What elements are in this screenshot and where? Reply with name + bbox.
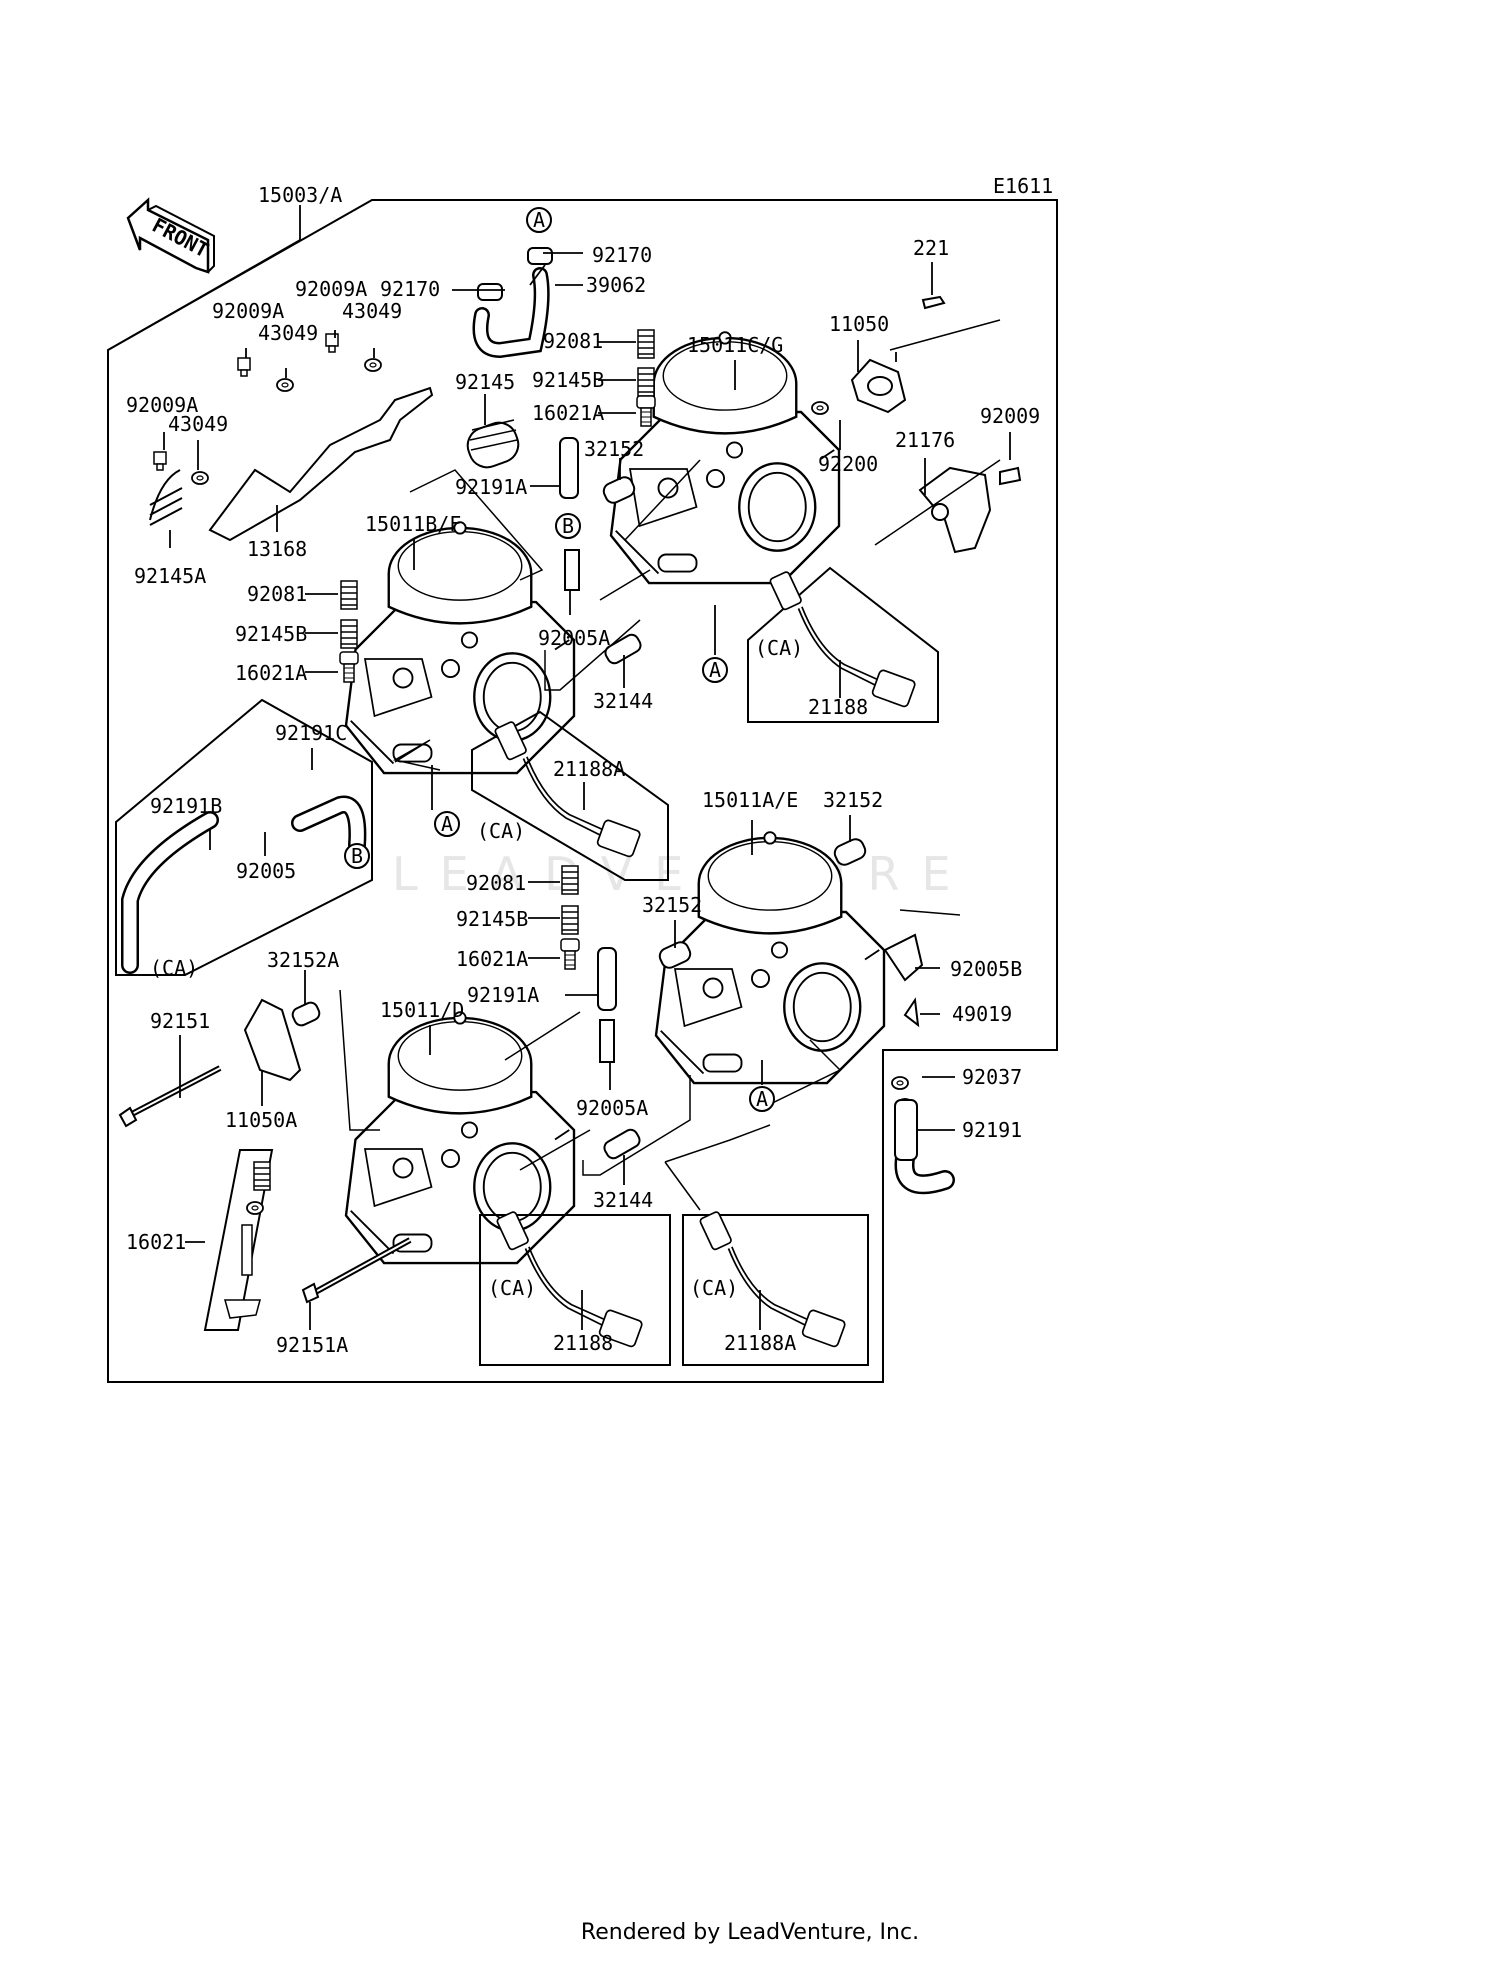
part-label: 43049 bbox=[168, 412, 228, 436]
callout-B-mid: B bbox=[555, 513, 581, 539]
callout-A-top: A bbox=[526, 207, 552, 233]
part-label: 21188 bbox=[808, 695, 868, 719]
part-label: 43049 bbox=[258, 321, 318, 345]
part-label: 16021A bbox=[532, 401, 604, 425]
part-label: 92009A bbox=[126, 393, 198, 417]
part-label: 92009A bbox=[295, 277, 367, 301]
part-label: 92191C bbox=[275, 721, 347, 745]
part-label: 92145A bbox=[134, 564, 206, 588]
part-label: 92145 bbox=[455, 370, 515, 394]
callout-A-bottom: A bbox=[749, 1086, 775, 1112]
callout-B-box: B bbox=[344, 843, 370, 869]
part-label: 92170 bbox=[380, 277, 440, 301]
part-label: 92037 bbox=[962, 1065, 1022, 1089]
part-label: 92145B bbox=[456, 907, 528, 931]
part-label: 221 bbox=[913, 236, 949, 260]
part-label: 92151 bbox=[150, 1009, 210, 1033]
part-label: 32144 bbox=[593, 1188, 653, 1212]
part-label: 16021A bbox=[235, 661, 307, 685]
svg-text:A: A bbox=[709, 658, 721, 682]
part-label: 92081 bbox=[543, 329, 603, 353]
carburetor-15011-D bbox=[344, 1011, 576, 1265]
ca-label-top: (CA) bbox=[755, 636, 803, 660]
part-label: 39062 bbox=[586, 273, 646, 297]
ca-label-bottom-right: (CA) bbox=[690, 1276, 738, 1300]
part-label: 11050A bbox=[225, 1108, 297, 1132]
footer-credit: Rendered by LeadVenture, Inc. bbox=[580, 1920, 920, 1945]
part-label: 21188A bbox=[553, 757, 625, 781]
part-labels: 15003/A 92170 92170 39062 221 92009A 920… bbox=[126, 183, 1040, 1357]
part-label: 21188 bbox=[553, 1331, 613, 1355]
part-label: 32152A bbox=[267, 948, 339, 972]
part-label: 92081 bbox=[247, 582, 307, 606]
part-label: 92005A bbox=[538, 626, 610, 650]
part-label: 92191B bbox=[150, 794, 222, 818]
part-label: 15011B/F bbox=[365, 512, 461, 536]
part-label: 16021A bbox=[456, 947, 528, 971]
part-label: 15011/D bbox=[380, 998, 464, 1022]
front-arrow-icon: FRONT bbox=[126, 197, 215, 274]
svg-text:A: A bbox=[533, 208, 545, 232]
svg-text:B: B bbox=[562, 514, 574, 538]
svg-text:A: A bbox=[756, 1087, 768, 1111]
callout-A-left: A bbox=[434, 811, 460, 837]
ca-label-bottom-left: (CA) bbox=[488, 1276, 536, 1300]
part-label: 13168 bbox=[247, 537, 307, 561]
part-label: 15003/A bbox=[258, 183, 342, 207]
part-label: 32152 bbox=[584, 437, 644, 461]
ca-label-mid: (CA) bbox=[477, 819, 525, 843]
part-label: 32144 bbox=[593, 689, 653, 713]
part-label: 92005B bbox=[950, 957, 1022, 981]
callout-A-right: A bbox=[702, 657, 728, 683]
ca-label-hose-box: (CA) bbox=[150, 956, 198, 980]
part-label: 92191A bbox=[455, 475, 527, 499]
part-label: 21188A bbox=[724, 1331, 796, 1355]
part-label: 92191A bbox=[467, 983, 539, 1007]
part-label: 92200 bbox=[818, 452, 878, 476]
diagram-code: E1611 bbox=[993, 174, 1053, 198]
part-label: 15011C/G bbox=[687, 333, 783, 357]
part-label: 92005A bbox=[576, 1096, 648, 1120]
part-label: 92145B bbox=[532, 368, 604, 392]
part-label: 92005 bbox=[236, 859, 296, 883]
part-label: 43049 bbox=[342, 299, 402, 323]
part-label: 32152 bbox=[642, 893, 702, 917]
part-label: 92145B bbox=[235, 622, 307, 646]
part-label: 92009A bbox=[212, 299, 284, 323]
part-label: 16021 bbox=[126, 1230, 186, 1254]
part-label: 92191 bbox=[962, 1118, 1022, 1142]
part-label: 15011A/E bbox=[702, 788, 798, 812]
svg-text:A: A bbox=[441, 812, 453, 836]
part-label: 32152 bbox=[823, 788, 883, 812]
svg-text:B: B bbox=[351, 844, 363, 868]
part-label: 92009 bbox=[980, 404, 1040, 428]
part-label: 92151A bbox=[276, 1333, 348, 1357]
part-label: 49019 bbox=[952, 1002, 1012, 1026]
part-label: 92081 bbox=[466, 871, 526, 895]
part-label: 92170 bbox=[592, 243, 652, 267]
part-label: 11050 bbox=[829, 312, 889, 336]
part-label: 21176 bbox=[895, 428, 955, 452]
